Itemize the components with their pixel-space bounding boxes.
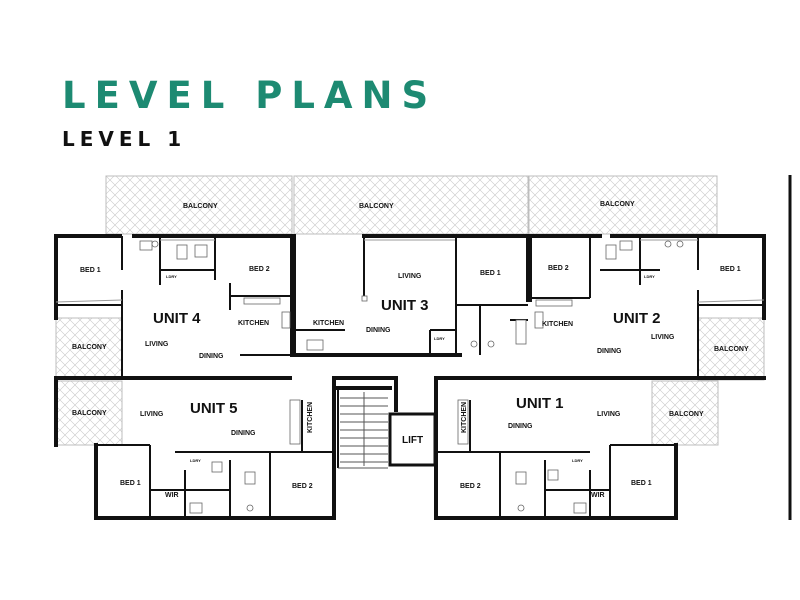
- dining-label: DINING: [199, 353, 224, 360]
- bed1-label: BED 1: [720, 266, 741, 273]
- bed1-label: BED 1: [631, 480, 652, 487]
- wir-label: WIR: [591, 492, 605, 499]
- lift-label: LIFT: [402, 435, 423, 446]
- ldry-label: LDRY: [166, 274, 177, 279]
- level-subtitle: LEVEL 1: [62, 127, 187, 151]
- bed1-label: BED 1: [80, 267, 101, 274]
- unit-4-label: UNIT 4: [153, 310, 201, 327]
- balcony-label: BALCONY: [359, 203, 394, 210]
- balcony-label: BALCONY: [669, 411, 704, 418]
- bed2-label: BED 2: [292, 483, 313, 490]
- bed2-label: BED 2: [249, 266, 270, 273]
- bed2-label: BED 2: [548, 265, 569, 272]
- balcony-label: BALCONY: [72, 344, 107, 351]
- unit-5-label: UNIT 5: [190, 400, 238, 417]
- unit-labels: UNIT 4 UNIT 3 UNIT 2 UNIT 5 UNIT 1: [153, 297, 661, 417]
- ldry-label: LDRY: [572, 458, 583, 463]
- unit-3-label: UNIT 3: [381, 297, 429, 314]
- dining-label: DINING: [508, 423, 533, 430]
- ldry-label: LDRY: [190, 458, 201, 463]
- balcony-label: BALCONY: [714, 346, 749, 353]
- kitchen-label: KITCHEN: [542, 321, 573, 328]
- balcony-label: BALCONY: [600, 201, 635, 208]
- page-title: LEVEL PLANS: [62, 74, 438, 117]
- wir-label: WIR: [165, 492, 179, 499]
- walls: [54, 234, 766, 520]
- ldry-label: LDRY: [644, 274, 655, 279]
- bed1-label: BED 1: [120, 480, 141, 487]
- kitchen-label: KITCHEN: [238, 320, 269, 327]
- glazing: [55, 239, 765, 303]
- dining-label: DINING: [231, 430, 256, 437]
- room-labels: BALCONY BALCONY BALCONY BALCONY BALCONY …: [72, 201, 749, 499]
- ldry-label: LDRY: [434, 336, 445, 341]
- bed1-label: BED 1: [480, 270, 501, 277]
- living-label: LIVING: [145, 341, 169, 348]
- fixtures: [139, 240, 684, 514]
- balcony-label: BALCONY: [183, 203, 218, 210]
- balcony-label: BALCONY: [72, 410, 107, 417]
- living-label: LIVING: [398, 273, 422, 280]
- living-label: LIVING: [140, 411, 164, 418]
- dining-label: DINING: [597, 348, 622, 355]
- balconies: [55, 175, 765, 446]
- kitchen-label: KITCHEN: [313, 320, 344, 327]
- unit-2-label: UNIT 2: [613, 310, 661, 327]
- unit-1-label: UNIT 1: [516, 395, 564, 412]
- living-label: LIVING: [597, 411, 621, 418]
- living-label: LIVING: [651, 334, 675, 341]
- dining-label: DINING: [366, 327, 391, 334]
- bed2-label: BED 2: [460, 483, 481, 490]
- kitchen-label: KITCHEN: [461, 402, 468, 433]
- kitchen-label: KITCHEN: [307, 402, 314, 433]
- stairs: [340, 392, 388, 466]
